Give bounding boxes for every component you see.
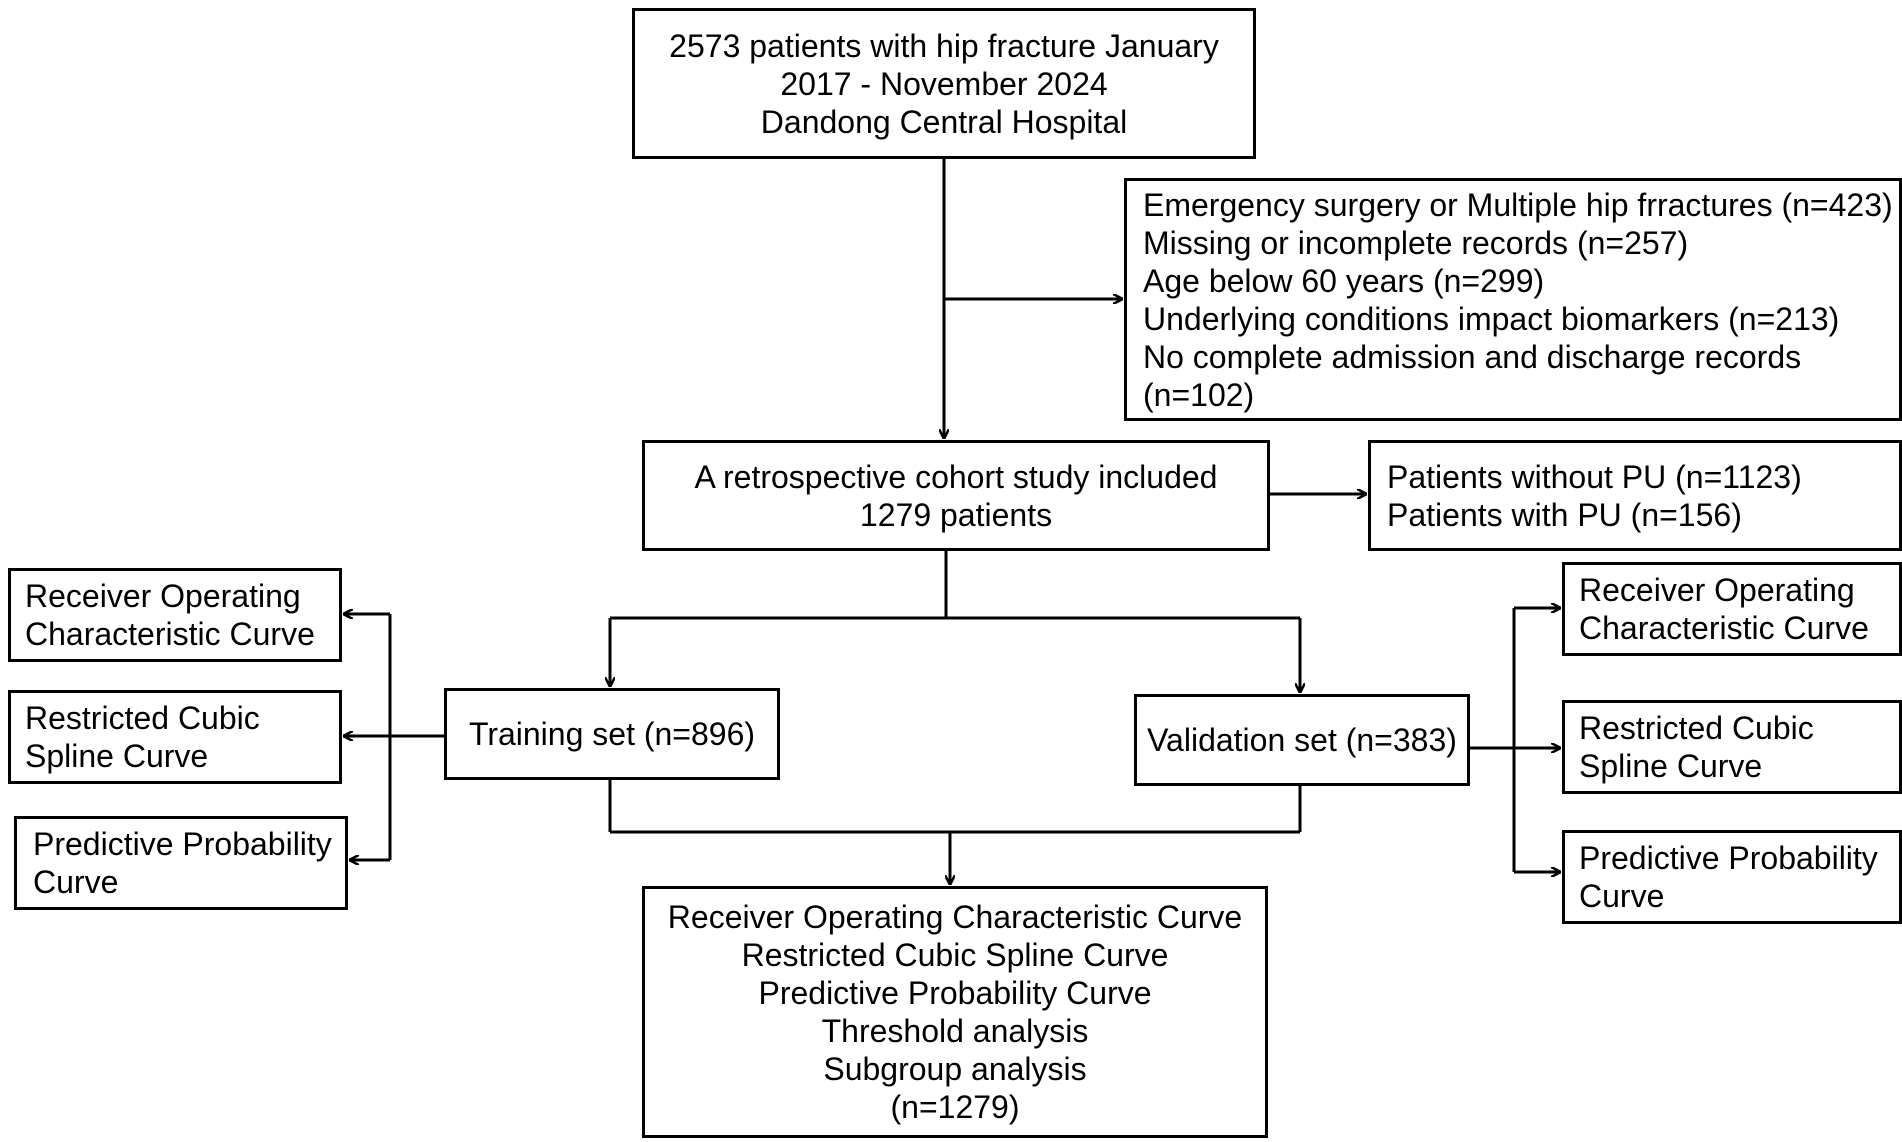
exclusion-criteria-box: Emergency surgery or Multiple hip frract… bbox=[1124, 178, 1902, 421]
source-line: 2573 patients with hip fracture January bbox=[669, 27, 1219, 64]
analysis-line: Predictive Probability bbox=[33, 826, 332, 862]
analysis-line: Curve bbox=[33, 864, 119, 900]
exclusion-line: No complete admission and discharge reco… bbox=[1143, 338, 1802, 375]
combined-line: Subgroup analysis bbox=[823, 1051, 1087, 1087]
exclusion-line: Age below 60 years (n=299) bbox=[1143, 262, 1545, 299]
exclusion-line: Underlying conditions impact biomarkers … bbox=[1143, 300, 1840, 337]
combined-line: Restricted Cubic Spline Curve bbox=[741, 937, 1169, 973]
analysis-line: Receiver Operating bbox=[25, 578, 301, 614]
analysis-line: Spline Curve bbox=[25, 738, 209, 774]
validation-rcs-box: Restricted Cubic Spline Curve bbox=[1562, 700, 1902, 794]
training-rcs-box: Restricted Cubic Spline Curve bbox=[8, 690, 342, 784]
combined-line: Receiver Operating Characteristic Curve bbox=[667, 899, 1243, 935]
source-line: 2017 - November 2024 bbox=[780, 65, 1108, 102]
combined-line: Predictive Probability Curve bbox=[758, 975, 1152, 1011]
combined-line: (n=1279) bbox=[890, 1089, 1020, 1125]
pu-split-box: Patients without PU (n=1123) Patients wi… bbox=[1368, 440, 1902, 551]
analysis-line: Receiver Operating bbox=[1579, 572, 1855, 608]
training-set-label: Training set (n=896) bbox=[468, 716, 756, 752]
validation-set-box: Validation set (n=383) bbox=[1134, 694, 1470, 786]
exclusion-line: (n=102) bbox=[1143, 376, 1255, 413]
analysis-line: Spline Curve bbox=[1579, 748, 1763, 784]
analysis-line: Characteristic Curve bbox=[25, 616, 315, 652]
analysis-line: Restricted Cubic bbox=[25, 700, 260, 736]
combined-analysis-box: Receiver Operating Characteristic Curve … bbox=[642, 886, 1268, 1138]
analysis-line: Predictive Probability bbox=[1579, 840, 1878, 876]
pu-line: Patients with PU (n=156) bbox=[1387, 496, 1742, 533]
validation-pp-box: Predictive Probability Curve bbox=[1562, 830, 1902, 924]
exclusion-line: Emergency surgery or Multiple hip frract… bbox=[1143, 186, 1893, 223]
validation-set-label: Validation set (n=383) bbox=[1147, 722, 1457, 758]
source-line: Dandong Central Hospital bbox=[760, 103, 1128, 140]
combined-line: Threshold analysis bbox=[821, 1013, 1089, 1049]
validation-roc-box: Receiver Operating Characteristic Curve bbox=[1562, 562, 1902, 656]
pu-line: Patients without PU (n=1123) bbox=[1387, 458, 1802, 495]
analysis-line: Curve bbox=[1579, 878, 1665, 914]
cohort-line: A retrospective cohort study included bbox=[694, 458, 1218, 495]
cohort-line: 1279 patients bbox=[859, 496, 1053, 533]
training-set-box: Training set (n=896) bbox=[444, 688, 780, 780]
training-roc-box: Receiver Operating Characteristic Curve bbox=[8, 568, 342, 662]
analysis-line: Restricted Cubic bbox=[1579, 710, 1814, 746]
training-pp-box: Predictive Probability Curve bbox=[14, 816, 348, 910]
analysis-line: Characteristic Curve bbox=[1579, 610, 1869, 646]
cohort-box: A retrospective cohort study included 12… bbox=[642, 440, 1270, 551]
exclusion-line: Missing or incomplete records (n=257) bbox=[1143, 224, 1689, 261]
source-population-box: 2573 patients with hip fracture January … bbox=[632, 8, 1256, 159]
